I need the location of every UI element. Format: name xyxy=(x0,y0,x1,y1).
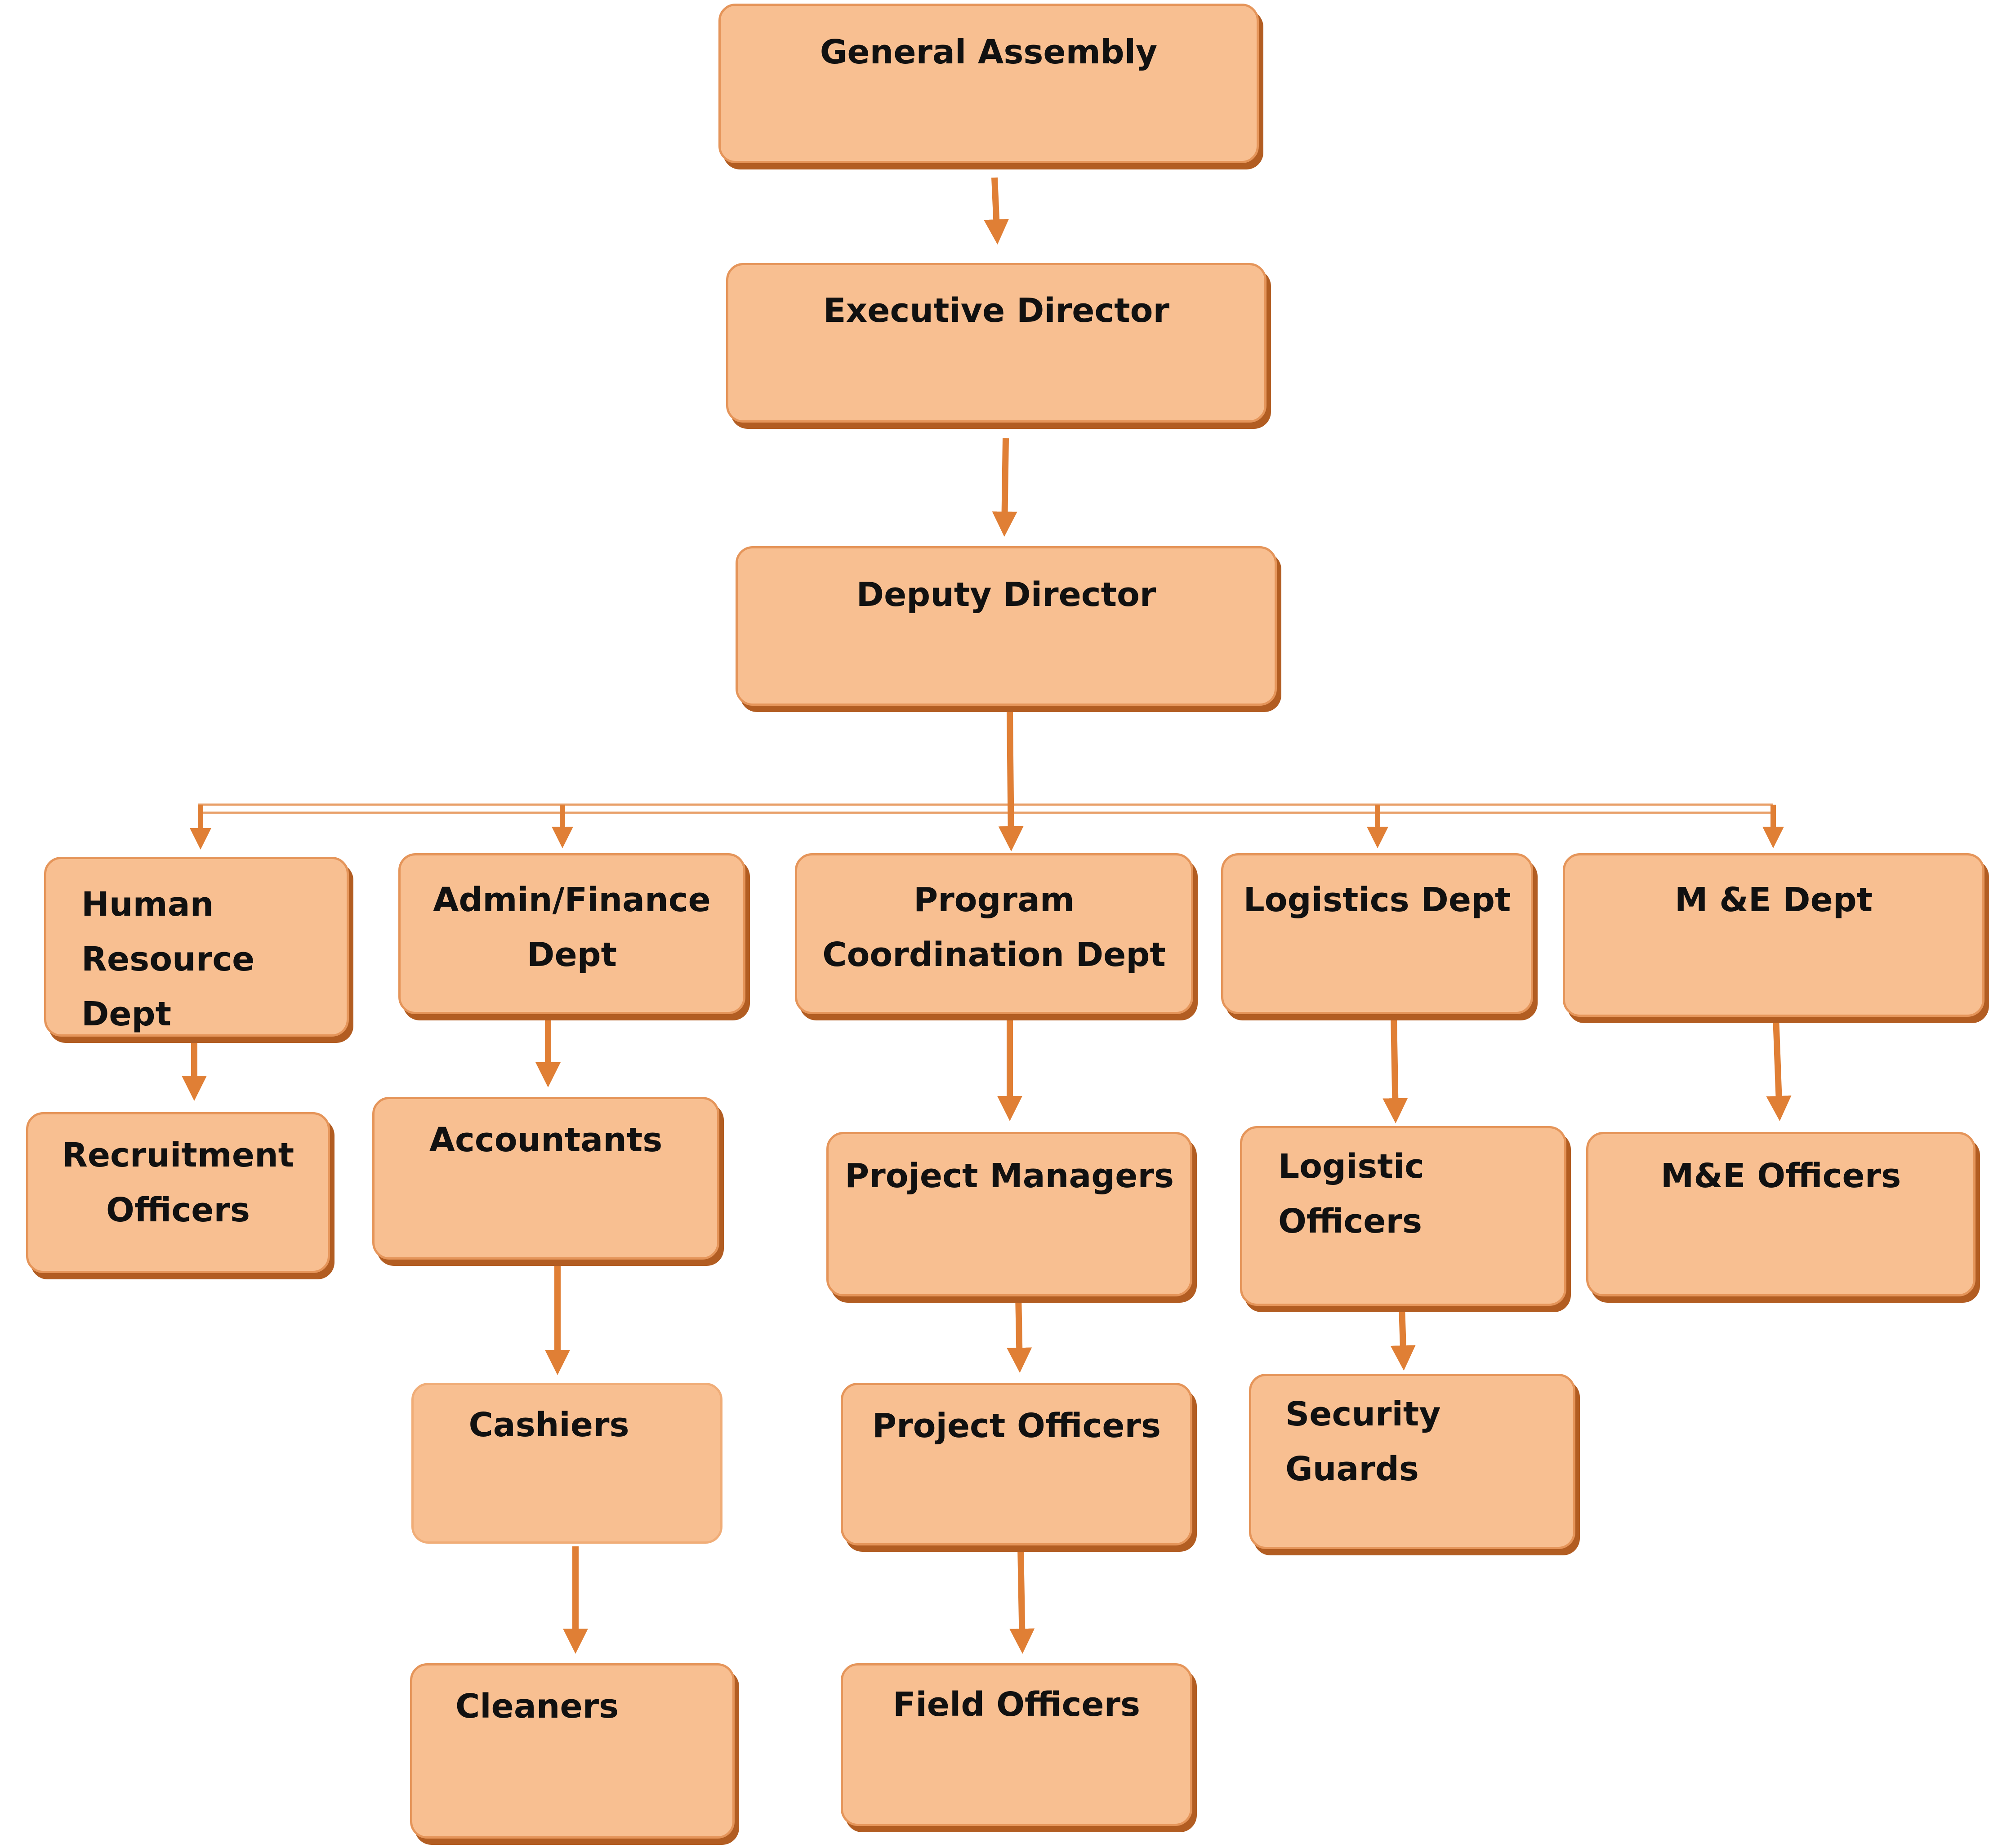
node-label: Security Guards xyxy=(1285,1395,1441,1488)
node-label: General Assembly xyxy=(820,33,1158,71)
node-label: Project Officers xyxy=(872,1407,1161,1445)
edge-logistics-dept-logistic-officers xyxy=(1382,1015,1408,1123)
node-label: M &E Dept xyxy=(1674,881,1873,919)
node-me-dept: M &E Dept xyxy=(1563,853,1985,1017)
node-label: Cleaners xyxy=(455,1687,619,1726)
edge-executive-director-deputy-director xyxy=(992,438,1017,537)
node-logistics-dept: Logistics Dept xyxy=(1221,853,1533,1014)
node-executive-director: Executive Director xyxy=(726,263,1267,423)
node-human-resource-dept: Human Resource Dept xyxy=(44,857,349,1037)
node-cashiers: Cashiers xyxy=(411,1383,722,1544)
node-label: Cashiers xyxy=(468,1406,629,1444)
node-deputy-director: Deputy Director xyxy=(736,546,1277,706)
edge-project-managers-project-officers xyxy=(1007,1294,1032,1373)
edge-project-officers-field-officers xyxy=(1009,1546,1035,1654)
edge-logistic-officers-security-guards xyxy=(1390,1305,1416,1371)
node-recruitment-officers: Recruitment Officers xyxy=(26,1112,330,1273)
node-label: Deputy Director xyxy=(856,575,1156,614)
node-project-officers: Project Officers xyxy=(841,1383,1192,1545)
node-label: Logistic Officers xyxy=(1278,1147,1424,1241)
node-logistic-officers: Logistic Officers xyxy=(1240,1126,1566,1306)
node-general-assembly: General Assembly xyxy=(718,4,1259,163)
node-label: M&E Officers xyxy=(1660,1157,1901,1195)
node-me-officers: M&E Officers xyxy=(1586,1132,1976,1296)
node-label: Program Coordination Dept xyxy=(822,881,1166,974)
node-project-managers: Project Managers xyxy=(826,1132,1192,1296)
node-program-coordination-dept: Program Coordination Dept xyxy=(795,853,1193,1014)
node-field-officers: Field Officers xyxy=(841,1663,1192,1826)
node-cleaners: Cleaners xyxy=(410,1663,735,1839)
node-security-guards: Security Guards xyxy=(1249,1374,1575,1549)
edge-me-dept-me-officers xyxy=(1766,1016,1792,1121)
node-label: Accountants xyxy=(429,1121,663,1159)
node-label: Project Managers xyxy=(844,1157,1174,1195)
node-label: Executive Director xyxy=(823,291,1169,330)
node-admin-finance-dept: Admin/Finance Dept xyxy=(398,853,745,1014)
node-label: Logistics Dept xyxy=(1243,881,1511,919)
node-label: Admin/Finance Dept xyxy=(433,881,711,974)
edge-deputy-director-program-coordination-dept xyxy=(998,710,1024,851)
node-accountants: Accountants xyxy=(372,1097,719,1260)
edge-general-assembly-executive-director xyxy=(984,177,1009,245)
node-label: Human Resource Dept xyxy=(81,885,255,1033)
node-label: Recruitment Officers xyxy=(62,1136,294,1229)
node-label: Field Officers xyxy=(892,1685,1141,1724)
